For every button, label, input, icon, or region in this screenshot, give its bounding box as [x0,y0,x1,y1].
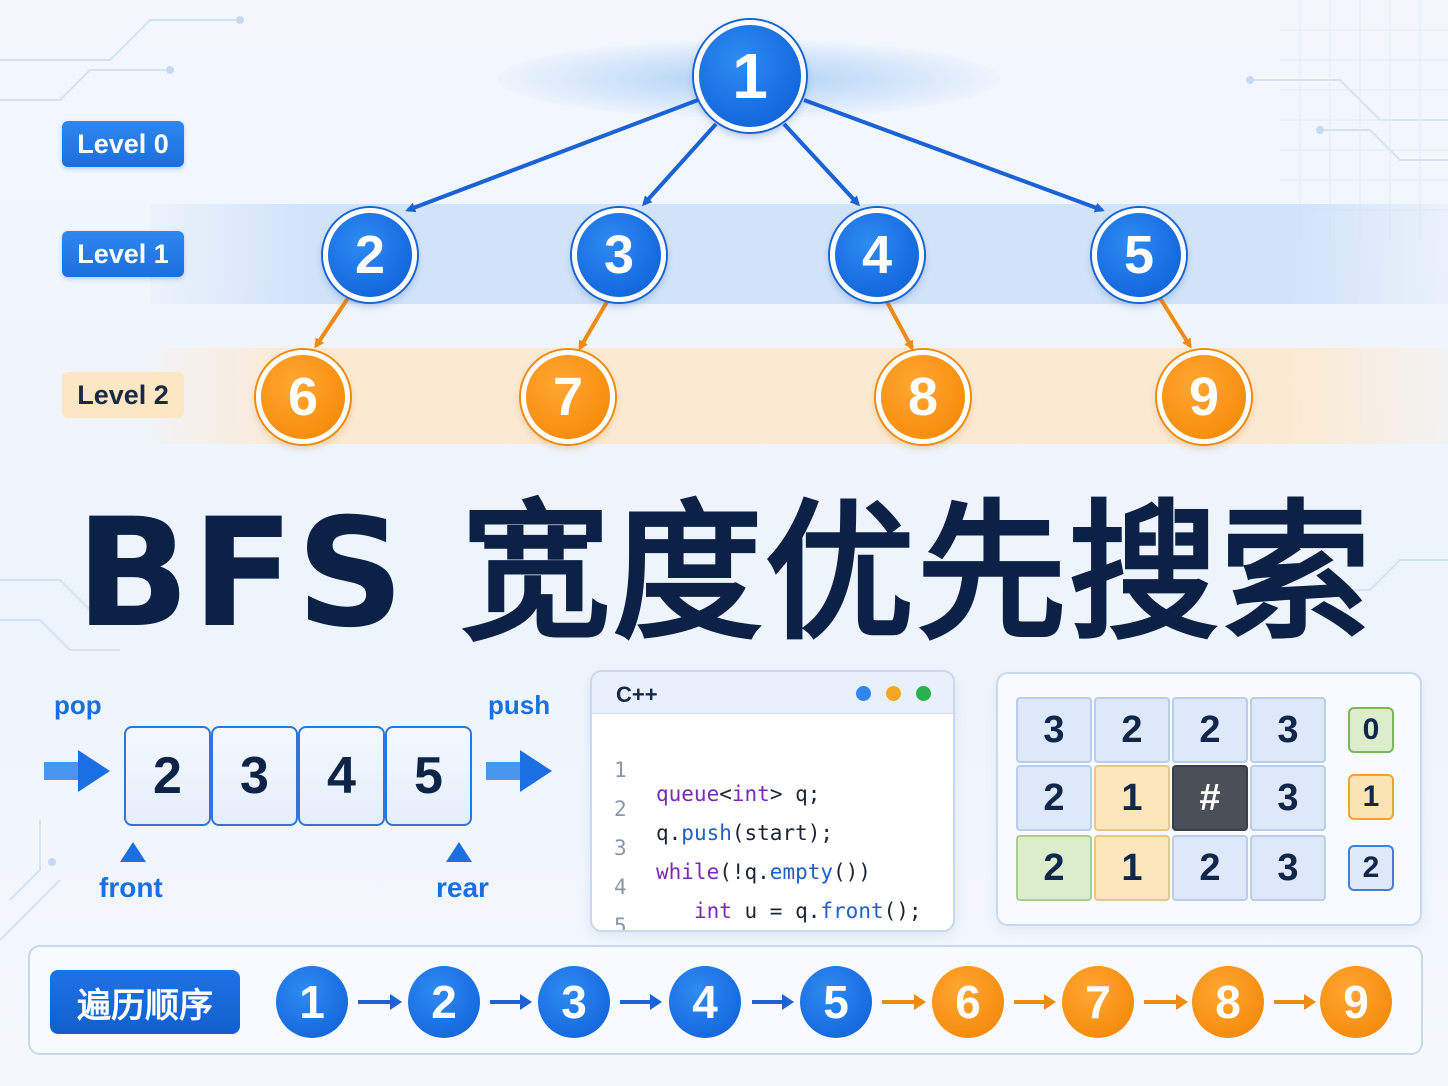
level-1-label: Level 1 [62,231,184,277]
line-number: 5 [614,914,627,932]
order-arrows [358,994,1316,1010]
tree-node-7: 7 [521,350,615,444]
queue-rear-label: rear [436,872,489,903]
edge-4-8 [884,299,914,351]
code-text: int u = q.front(); [693,899,922,923]
grid-cell: 2 [1016,765,1092,831]
tree-node-6: 6 [256,350,350,444]
pop-arrow-icon [44,750,110,792]
code-text: q.push(start); [656,821,834,845]
edge-1-4 [782,122,861,207]
line-number: 2 [614,797,627,821]
code-line: 2 q.push(start); [592,773,953,845]
queue-push-label: push [488,690,551,720]
order-node-6: 6 [932,966,1004,1038]
edge-3-7 [578,298,610,351]
code-line: 5 q.pop(); [592,890,953,930]
grid-cell: 3 [1250,697,1326,763]
push-arrow-icon [486,750,552,792]
grid-cell: 1 [1094,835,1170,901]
code-line: 4 int u = q.front(); [592,851,953,923]
grid-cell: 3 [1016,697,1092,763]
edge-1-3 [641,122,718,207]
line-number: 1 [614,758,627,782]
code-window: C++ 1 queue<int> q; 2 q.push(start); 3 w… [590,670,955,932]
queue-item: 3 [211,726,298,826]
level-0-label: Level 0 [62,121,184,167]
legend-level-0: 0 [1348,707,1394,753]
line-number: 4 [614,875,627,899]
window-dot-orange-icon [886,686,901,701]
grid-cell: 1 [1094,765,1170,831]
edge-5-9 [1158,296,1192,349]
line-number: 3 [614,836,627,860]
tree-node-2: 2 [323,208,417,302]
order-node-8: 8 [1192,966,1264,1038]
grid-cell: 3 [1250,765,1326,831]
queue-front-label: front [99,872,163,903]
edge-1-5 [803,98,1105,213]
tree-node-8: 8 [876,350,970,444]
order-node-4: 4 [669,966,741,1038]
code-line: 1 queue<int> q; [592,734,953,806]
grid-wall-cell: # [1172,765,1248,831]
tree-node-9: 9 [1157,350,1251,444]
legend-level-2: 2 [1348,845,1394,891]
front-pointer-icon [120,842,146,862]
grid-cell: 2 [1094,697,1170,763]
code-language-label: C++ [616,682,658,707]
grid-cell: 2 [1172,835,1248,901]
page-title: BFS 宽度优先搜索 [75,486,1373,661]
order-node-1: 1 [276,966,348,1038]
order-node-2: 2 [408,966,480,1038]
traversal-order-panel [28,945,1423,1055]
tree-node-5: 5 [1092,208,1186,302]
edge-1-2 [405,98,699,213]
traversal-order-label: 遍历顺序 [50,970,240,1034]
code-text: while(!q.empty()) [656,860,871,884]
rear-pointer-icon [446,842,472,862]
order-node-7: 7 [1062,966,1134,1038]
level-2-label: Level 2 [62,372,184,418]
order-node-9: 9 [1320,966,1392,1038]
grid-start-cell: 2 [1016,835,1092,901]
order-node-3: 3 [538,966,610,1038]
queue-item: 5 [385,726,472,826]
legend-level-1: 1 [1348,774,1394,820]
edge-2-6 [314,296,350,349]
queue-item: 4 [298,726,385,826]
grid-cell: 2 [1172,697,1248,763]
grid-cell: 3 [1250,835,1326,901]
window-dot-green-icon [916,686,931,701]
code-text: queue<int> q; [656,782,821,806]
code-window-header: C++ [592,672,953,714]
tree-node-4: 4 [830,208,924,302]
tree-node-3: 3 [572,208,666,302]
queue-pop-label: pop [54,690,102,720]
queue-item: 2 [124,726,211,826]
window-dot-blue-icon [856,686,871,701]
order-node-5: 5 [800,966,872,1038]
tree-edges [314,98,1192,351]
tree-node-1: 1 [694,20,806,132]
code-line: 3 while(!q.empty()) [592,812,953,884]
